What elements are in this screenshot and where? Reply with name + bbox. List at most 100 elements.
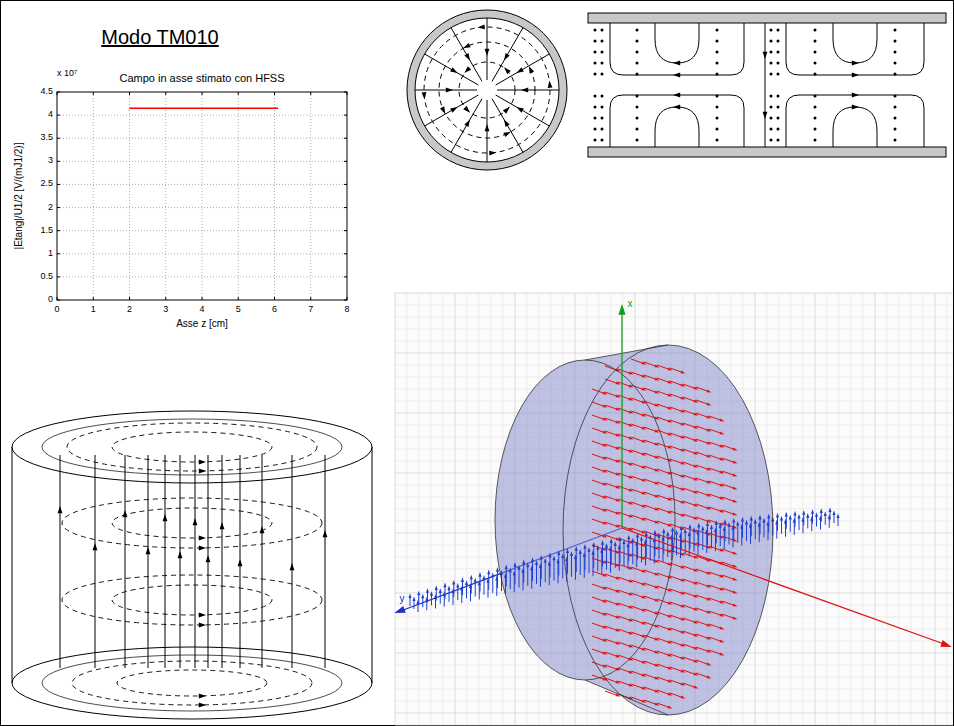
hfss-view-part-part bbox=[727, 522, 730, 527]
cavity-sketch-part bbox=[117, 670, 267, 696]
waveguide-field-part bbox=[636, 40, 639, 43]
hfss-view-part-part bbox=[631, 372, 643, 376]
hfss-view-part-part bbox=[610, 549, 611, 573]
hfss-view-part-part bbox=[605, 431, 617, 435]
waveguide-field-part bbox=[814, 40, 817, 43]
hfss-view-part-part bbox=[487, 569, 490, 574]
hfss-view-part-part bbox=[758, 522, 761, 527]
hfss-view-part-part bbox=[675, 530, 678, 535]
cavity-sketch-part bbox=[125, 455, 126, 668]
waveguide-field-part bbox=[833, 23, 877, 63]
cavity-sketch-part bbox=[325, 455, 326, 668]
hfss-view-part-part bbox=[632, 540, 633, 564]
hfss-view-part-part bbox=[657, 417, 669, 421]
hfss-view-part-part bbox=[681, 370, 686, 375]
hfss-view-part-part bbox=[729, 525, 730, 545]
waveguide-field-part bbox=[636, 139, 639, 142]
cross-section-part bbox=[446, 88, 453, 93]
waveguide-field-part bbox=[814, 73, 817, 76]
hfss-view-part-part bbox=[466, 583, 467, 598]
hfss-view-part-part bbox=[513, 562, 516, 567]
hfss-view-part-part bbox=[622, 539, 625, 544]
hfss-view-part-part bbox=[584, 555, 585, 578]
hfss-view-part-part bbox=[460, 586, 463, 591]
hfss-view-part-part bbox=[733, 551, 738, 556]
hfss-view-part-part bbox=[722, 497, 734, 501]
hfss-view-part-part bbox=[618, 655, 630, 659]
field-plot-part bbox=[57, 230, 347, 231]
hfss-view-part-part bbox=[733, 528, 734, 548]
hfss-view-part-part bbox=[663, 538, 664, 562]
hfss-view-part-part bbox=[571, 554, 572, 577]
hfss-view-part-part bbox=[793, 511, 796, 516]
hfss-view-part-part bbox=[670, 498, 682, 502]
hfss-view-part-part bbox=[618, 616, 630, 620]
tick-label: 1.5 bbox=[40, 226, 53, 236]
cross-section-part bbox=[502, 66, 510, 74]
cross-section-part bbox=[521, 88, 528, 93]
hfss-view-part-part bbox=[696, 400, 708, 404]
hfss-view-part-part bbox=[709, 572, 721, 576]
axis-multiplier: x 10⁷ bbox=[57, 69, 77, 79]
hfss-view-part-part bbox=[624, 542, 625, 566]
hfss-view-part-part bbox=[696, 647, 708, 651]
hfss-view-part-part bbox=[540, 555, 543, 560]
waveguide-field-part bbox=[610, 23, 744, 75]
hfss-view-part-part bbox=[709, 455, 721, 459]
axis-name: y bbox=[400, 593, 405, 604]
cross-section-part bbox=[425, 95, 479, 126]
hfss-view-part-part bbox=[749, 523, 752, 528]
hfss-view-part-part bbox=[683, 670, 695, 674]
hfss-view-part-part bbox=[592, 441, 604, 445]
hfss-view-part-part bbox=[832, 510, 835, 515]
hfss-view-part-part bbox=[709, 494, 721, 498]
waveguide-field-part bbox=[716, 95, 719, 98]
hfss-view-part-part bbox=[631, 411, 643, 415]
hfss-view-part-part bbox=[683, 501, 695, 505]
hfss-view-part-part bbox=[670, 641, 682, 645]
hfss-view-part-part bbox=[596, 545, 599, 550]
hfss-view-part-part bbox=[618, 421, 630, 425]
hfss-view-part-part bbox=[657, 443, 669, 447]
cross-section-part bbox=[407, 10, 567, 170]
hfss-view-part-part bbox=[618, 590, 630, 594]
hfss-view-part-part bbox=[412, 596, 415, 601]
tick-label: 3 bbox=[163, 305, 168, 315]
waveguide-field-part bbox=[636, 62, 639, 65]
waveguide-field-part bbox=[770, 117, 773, 120]
hfss-view-part-part bbox=[683, 579, 695, 583]
hfss-view-part bbox=[585, 680, 668, 715]
hfss-view-part-part bbox=[631, 606, 643, 610]
hfss-view-part-part bbox=[554, 558, 555, 580]
hfss-view-part-part bbox=[683, 462, 695, 466]
hfss-view-part-part bbox=[631, 437, 643, 441]
tick-label: 5 bbox=[236, 305, 241, 315]
tick-label: 4 bbox=[199, 305, 204, 315]
cross-section-part bbox=[415, 18, 559, 162]
hfss-view-part-part bbox=[605, 444, 617, 448]
waveguide-field-part bbox=[636, 128, 639, 131]
field-plot-part bbox=[130, 107, 279, 109]
hfss-view-part-part bbox=[644, 492, 656, 496]
cross-section-part bbox=[502, 118, 510, 127]
hfss-view-part-part bbox=[784, 519, 787, 524]
hfss-view-part-part bbox=[657, 690, 669, 694]
waveguide-field-part bbox=[814, 128, 817, 131]
cavity-sketch-part bbox=[222, 455, 223, 668]
hfss-view-part-part bbox=[566, 548, 569, 553]
hfss-view-part-part bbox=[618, 512, 630, 516]
cross-section bbox=[407, 10, 567, 170]
cavity-sketch-part bbox=[199, 703, 206, 708]
waveguide-field-part bbox=[636, 95, 639, 98]
hfss-view-part-part bbox=[517, 565, 520, 570]
hfss-view-part-part bbox=[628, 545, 629, 569]
hfss-view-part-part bbox=[810, 516, 813, 521]
hfss-view-part-part bbox=[720, 626, 725, 631]
hfss-view-part-part bbox=[592, 506, 604, 510]
hfss-view-part-part bbox=[733, 603, 738, 608]
cavity-sketch-part bbox=[95, 455, 96, 668]
hfss-view-part-part bbox=[723, 526, 726, 531]
hfss-view-part-part bbox=[683, 397, 695, 401]
